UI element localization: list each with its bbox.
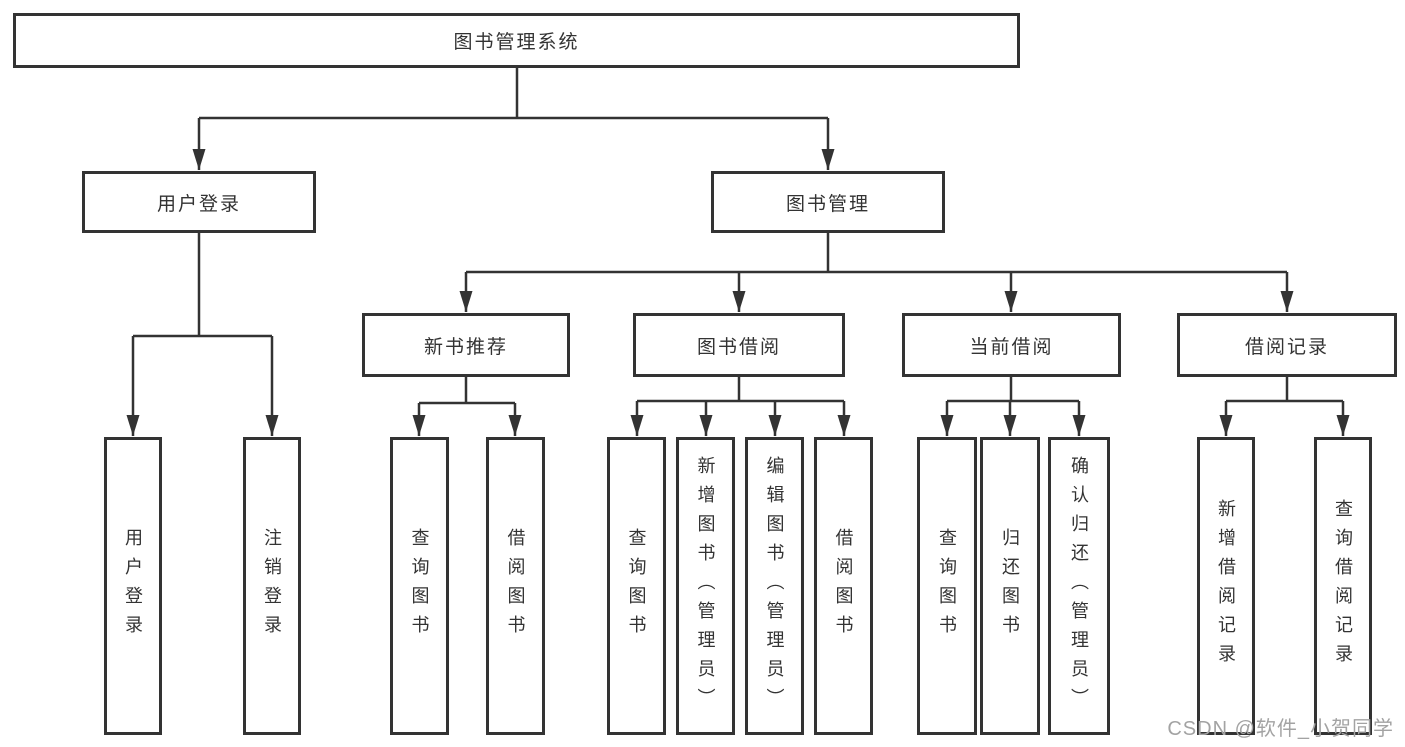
connector-root-to-level2 — [192, 68, 835, 170]
leaf-borrowing-query-books: 查询图书 — [607, 437, 666, 735]
leaf-borrowing-edit-books-admin: 编辑图书（管理员） — [745, 437, 804, 735]
leaf-recommend-query-books: 查询图书 — [390, 437, 449, 735]
leaf-user-login: 用户登录 — [104, 437, 162, 735]
node-book-management: 图书管理 — [711, 171, 945, 233]
leaf-borrowing-add-books-admin: 新增图书（管理员） — [676, 437, 735, 735]
leaf-current-confirm-return-admin: 确认归还（管理员） — [1048, 437, 1110, 735]
leaf-current-return-books: 归还图书 — [980, 437, 1040, 735]
node-new-book-recommend: 新书推荐 — [362, 313, 570, 377]
leaf-recommend-borrow-books: 借阅图书 — [486, 437, 545, 735]
connector-new-book-recommend-branch — [412, 377, 522, 436]
connector-book-borrowing-branch — [630, 377, 851, 436]
leaf-borrowing-borrow-books: 借阅图书 — [814, 437, 873, 735]
connector-user-login-branch — [126, 233, 279, 436]
connector-book-management-branch — [459, 233, 1294, 312]
node-borrowing-records: 借阅记录 — [1177, 313, 1397, 377]
node-root-library-management-system: 图书管理系统 — [13, 13, 1020, 68]
leaf-records-query-record: 查询借阅记录 — [1314, 437, 1372, 735]
leaf-records-add-record: 新增借阅记录 — [1197, 437, 1255, 735]
leaf-current-query-books: 查询图书 — [917, 437, 977, 735]
node-user-login-branch: 用户登录 — [82, 171, 316, 233]
csdn-watermark: CSDN @软件_小贺同学 — [1167, 718, 1394, 740]
connector-current-borrowing-branch — [940, 377, 1086, 436]
connector-borrowing-records-branch — [1219, 377, 1350, 436]
node-book-borrowing: 图书借阅 — [633, 313, 845, 377]
node-current-borrowing: 当前借阅 — [902, 313, 1121, 377]
leaf-logout: 注销登录 — [243, 437, 301, 735]
